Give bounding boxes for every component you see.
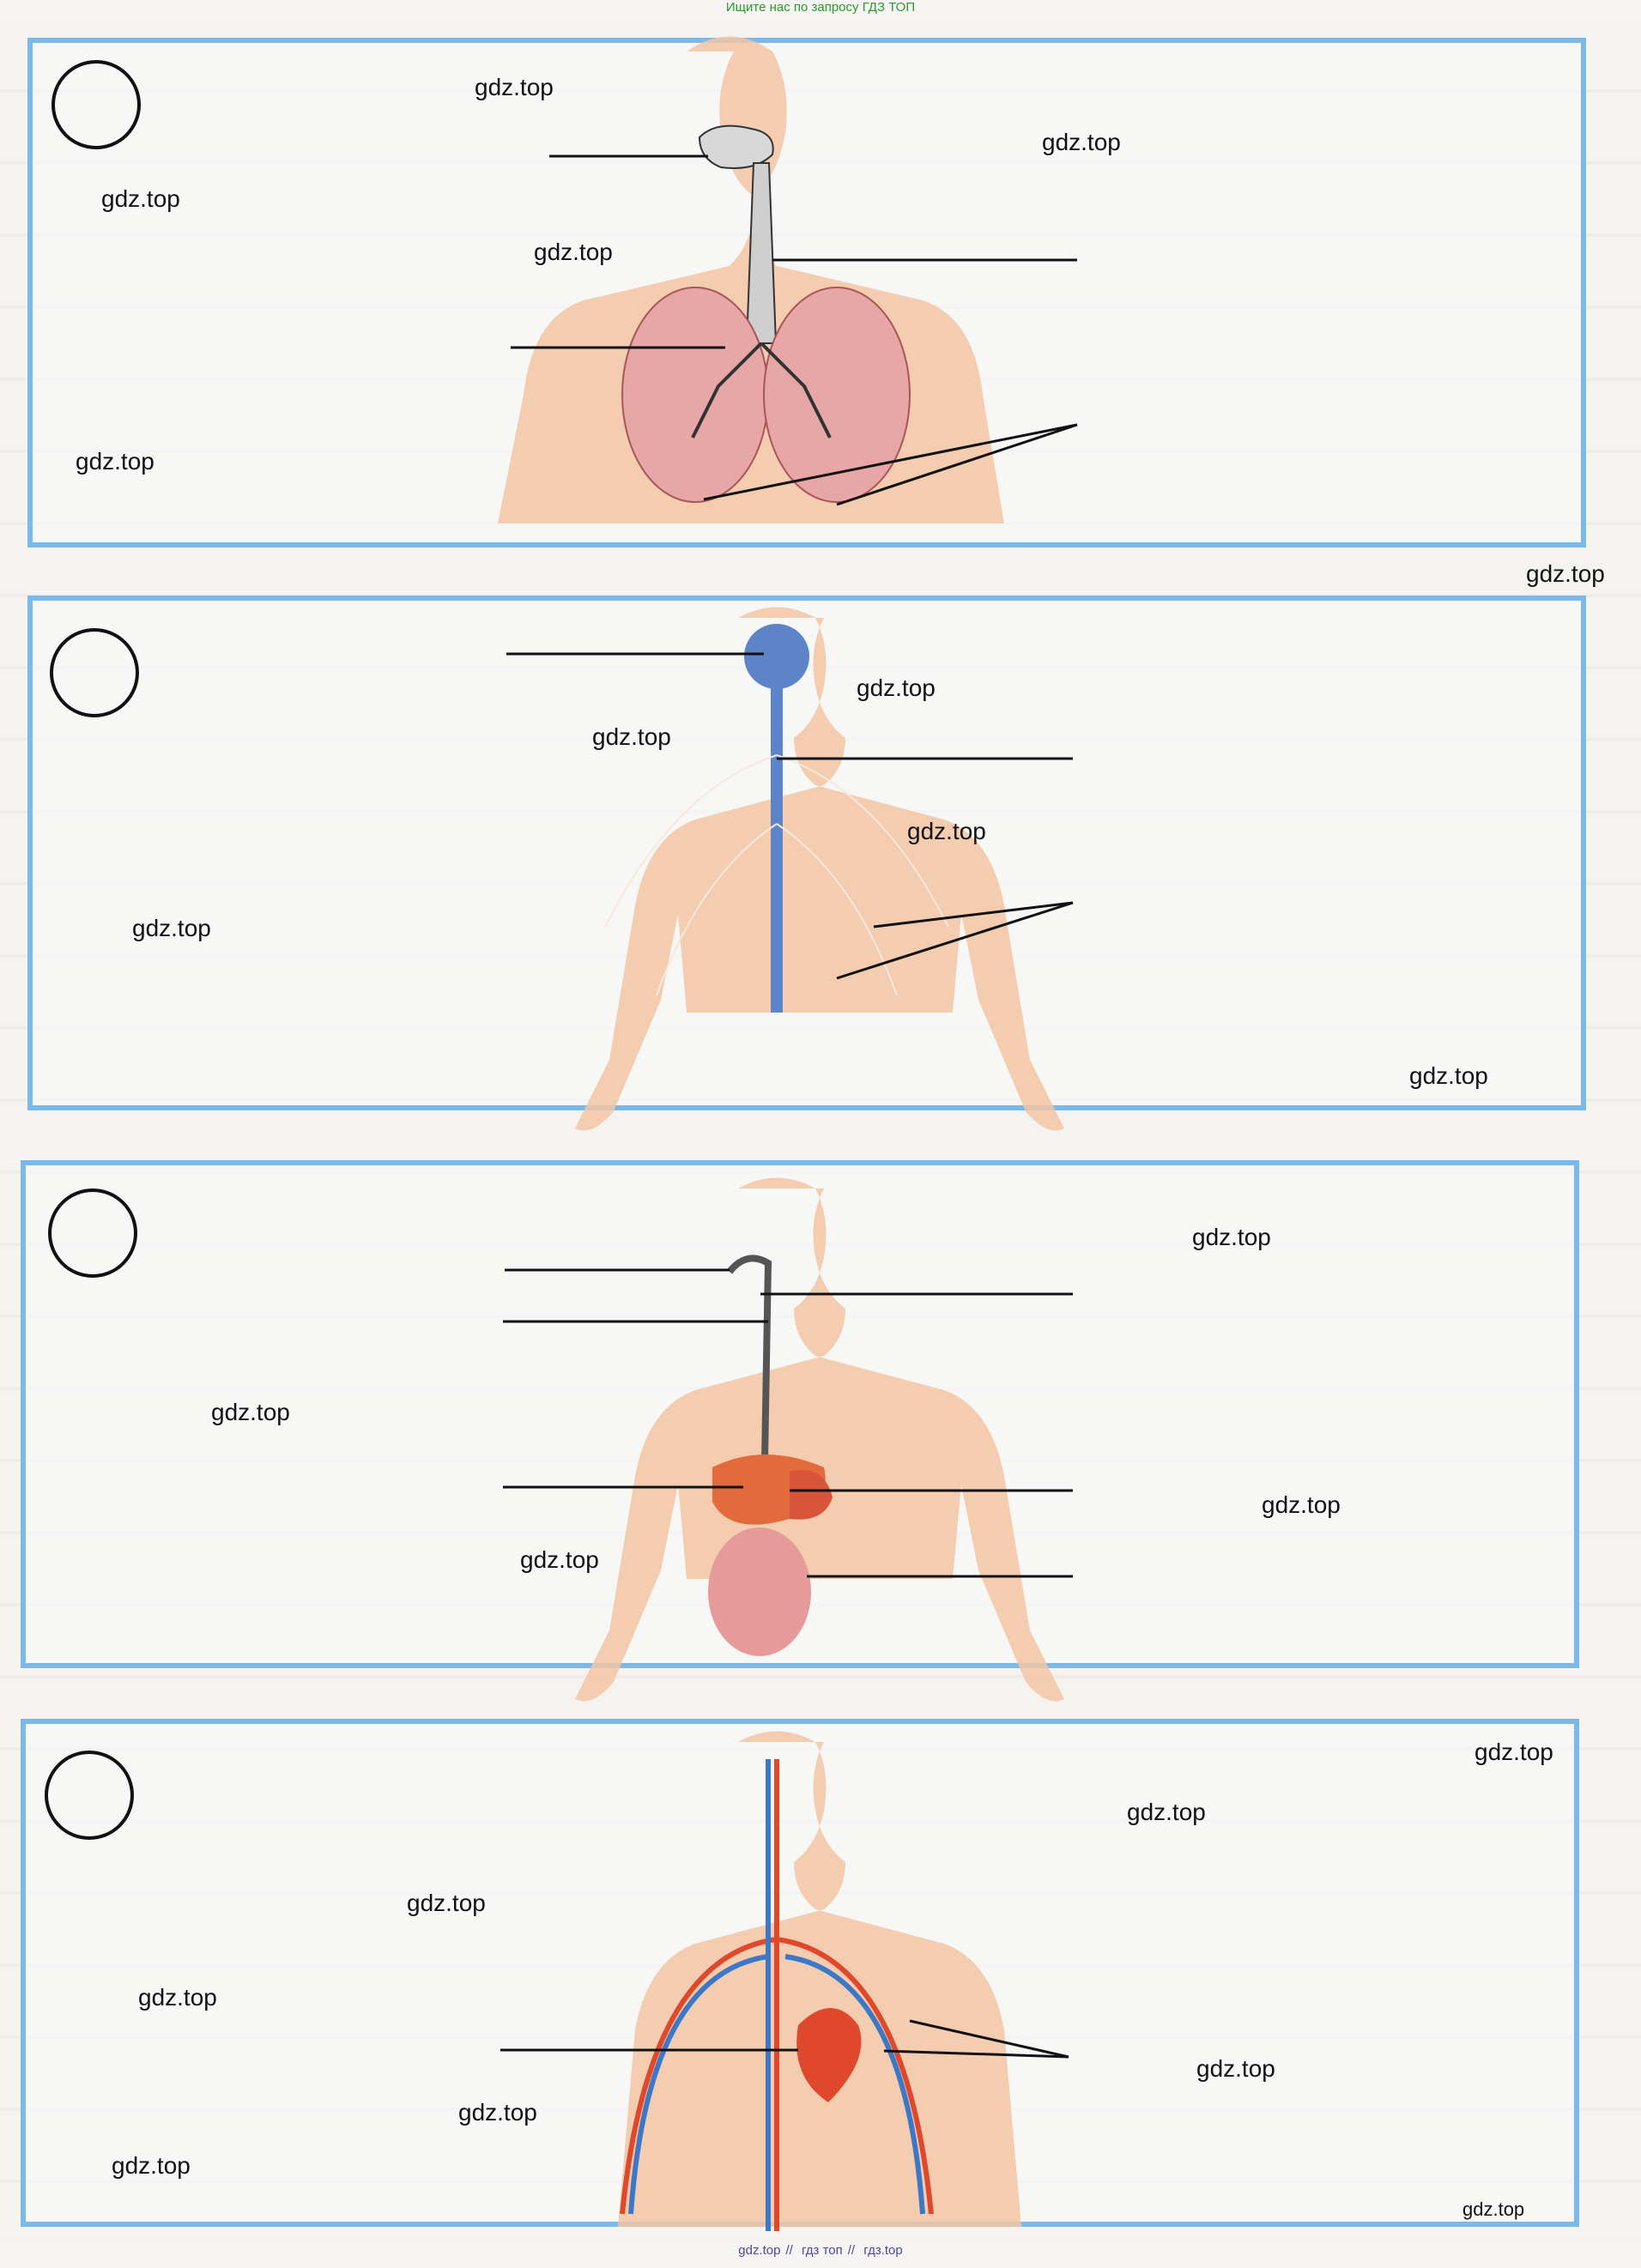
watermark: gdz.top <box>132 915 211 941</box>
body-silhouette <box>618 1731 1021 2227</box>
bottom-banner-text-2: гдз топ <box>802 2243 843 2258</box>
body-silhouette <box>575 1177 1064 1702</box>
stomach <box>790 1470 833 1520</box>
watermark: gdz.top <box>907 818 986 844</box>
watermark: gdz.top <box>857 674 936 701</box>
bottom-banner-text-3: гдз.top <box>863 2243 903 2258</box>
watermark: gdz.top <box>407 1890 486 1916</box>
bottom-banner: gdz.top// гдз топ// гдз.top <box>738 2243 903 2258</box>
nerves <box>604 754 949 996</box>
label-lines <box>511 154 1078 506</box>
watermark: gdz.top <box>1196 2055 1275 2082</box>
bronchi <box>691 342 832 438</box>
body-silhouette <box>575 607 1064 1131</box>
spinal-cord <box>771 686 783 1013</box>
intestines <box>708 1527 811 1656</box>
answer-circle-2[interactable] <box>50 628 139 717</box>
watermark: gdz.top <box>1526 560 1605 587</box>
label-lines <box>506 652 1074 980</box>
label-lines <box>503 1268 1073 1578</box>
watermark: gdz.top <box>458 2099 537 2126</box>
watermark: gdz.top <box>1127 1799 1206 1825</box>
answer-circle-4[interactable] <box>45 1751 134 1840</box>
watermark: gdz.top <box>101 185 180 212</box>
watermark: gdz.top <box>520 1546 599 1573</box>
label-lines <box>500 2019 1069 2059</box>
watermark: gdz.top <box>1462 2198 1525 2220</box>
watermark: gdz.top <box>138 1984 217 2011</box>
brain <box>744 624 809 689</box>
watermark: gdz.top <box>1262 1491 1341 1518</box>
watermark: gdz.top <box>1192 1224 1271 1250</box>
watermark: gdz.top <box>1409 1062 1488 1089</box>
nasal-cavity <box>698 124 774 169</box>
top-banner: Ищите нас по запросу ГДЗ ТОП <box>725 0 916 15</box>
answer-circle-3[interactable] <box>48 1188 137 1278</box>
watermark: gdz.top <box>211 1399 290 1425</box>
watermark: gdz.top <box>1042 129 1121 155</box>
watermark: gdz.top <box>534 239 613 265</box>
watermark: gdz.top <box>592 723 671 750</box>
artery-network <box>620 1759 934 2231</box>
heart <box>796 2008 862 2102</box>
watermark: gdz.top <box>475 74 554 100</box>
watermark: gdz.top <box>112 2152 191 2179</box>
vein-network <box>628 1759 925 2231</box>
watermark: gdz.top <box>1474 1739 1553 1765</box>
answer-circle-1[interactable] <box>51 60 141 149</box>
bottom-banner-text-1: gdz.top <box>738 2243 781 2258</box>
lung-right <box>763 287 911 503</box>
esophagus <box>726 1255 772 1461</box>
watermark: gdz.top <box>76 448 154 475</box>
